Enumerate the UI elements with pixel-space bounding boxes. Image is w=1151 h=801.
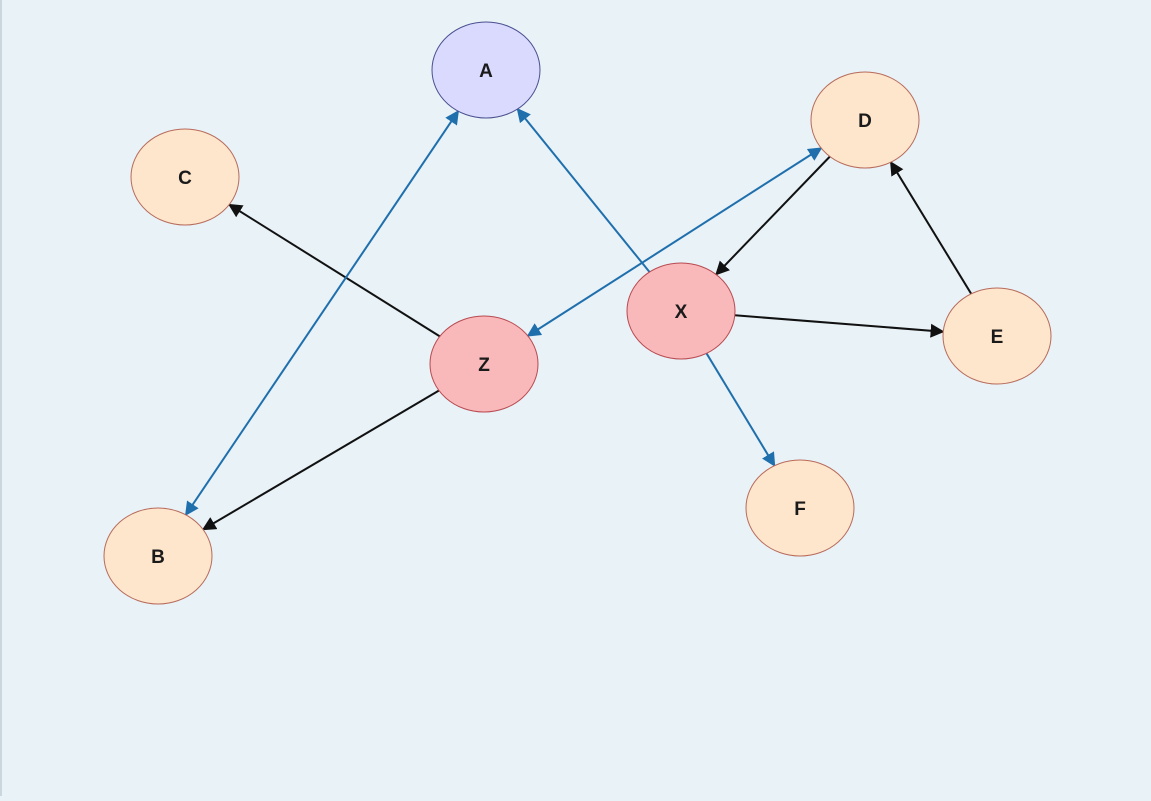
edge-z-to-b bbox=[201, 389, 440, 531]
node-e-shape bbox=[942, 287, 1052, 385]
node-x[interactable]: X bbox=[626, 262, 736, 360]
node-a[interactable]: A bbox=[431, 21, 541, 119]
node-b[interactable]: B bbox=[103, 507, 213, 605]
node-z-shape bbox=[429, 315, 539, 413]
node-f[interactable]: F bbox=[745, 459, 855, 557]
node-c-label: C bbox=[178, 168, 192, 189]
node-f-shape bbox=[745, 459, 855, 557]
node-a-label: A bbox=[479, 61, 493, 82]
node-f-label: F bbox=[794, 499, 806, 520]
node-e[interactable]: E bbox=[942, 287, 1052, 385]
node-d-label: D bbox=[858, 111, 872, 132]
edge-d-to-z bbox=[526, 147, 823, 337]
edge-b-to-a bbox=[184, 110, 460, 516]
node-d[interactable]: D bbox=[810, 71, 920, 169]
node-e-label: E bbox=[991, 327, 1004, 348]
node-x-shape bbox=[626, 262, 736, 360]
node-x-label: X bbox=[675, 302, 688, 323]
edge-z-to-c bbox=[228, 203, 441, 338]
edge-d-to-x bbox=[715, 155, 831, 276]
node-b-label: B bbox=[151, 547, 165, 568]
edge-e-to-d bbox=[889, 161, 973, 295]
edges-layer bbox=[184, 107, 973, 531]
node-c-shape bbox=[130, 128, 240, 226]
nodes-layer: A C D X E Z F B bbox=[103, 21, 1052, 605]
node-z-label: Z bbox=[478, 355, 490, 376]
node-b-shape bbox=[103, 507, 213, 605]
node-a-shape bbox=[431, 21, 541, 119]
node-c[interactable]: C bbox=[130, 128, 240, 226]
edge-x-to-a bbox=[516, 107, 651, 273]
node-d-shape bbox=[810, 71, 920, 169]
node-z[interactable]: Z bbox=[429, 315, 539, 413]
edge-x-to-f bbox=[705, 352, 776, 467]
edge-x-to-e bbox=[734, 314, 945, 338]
